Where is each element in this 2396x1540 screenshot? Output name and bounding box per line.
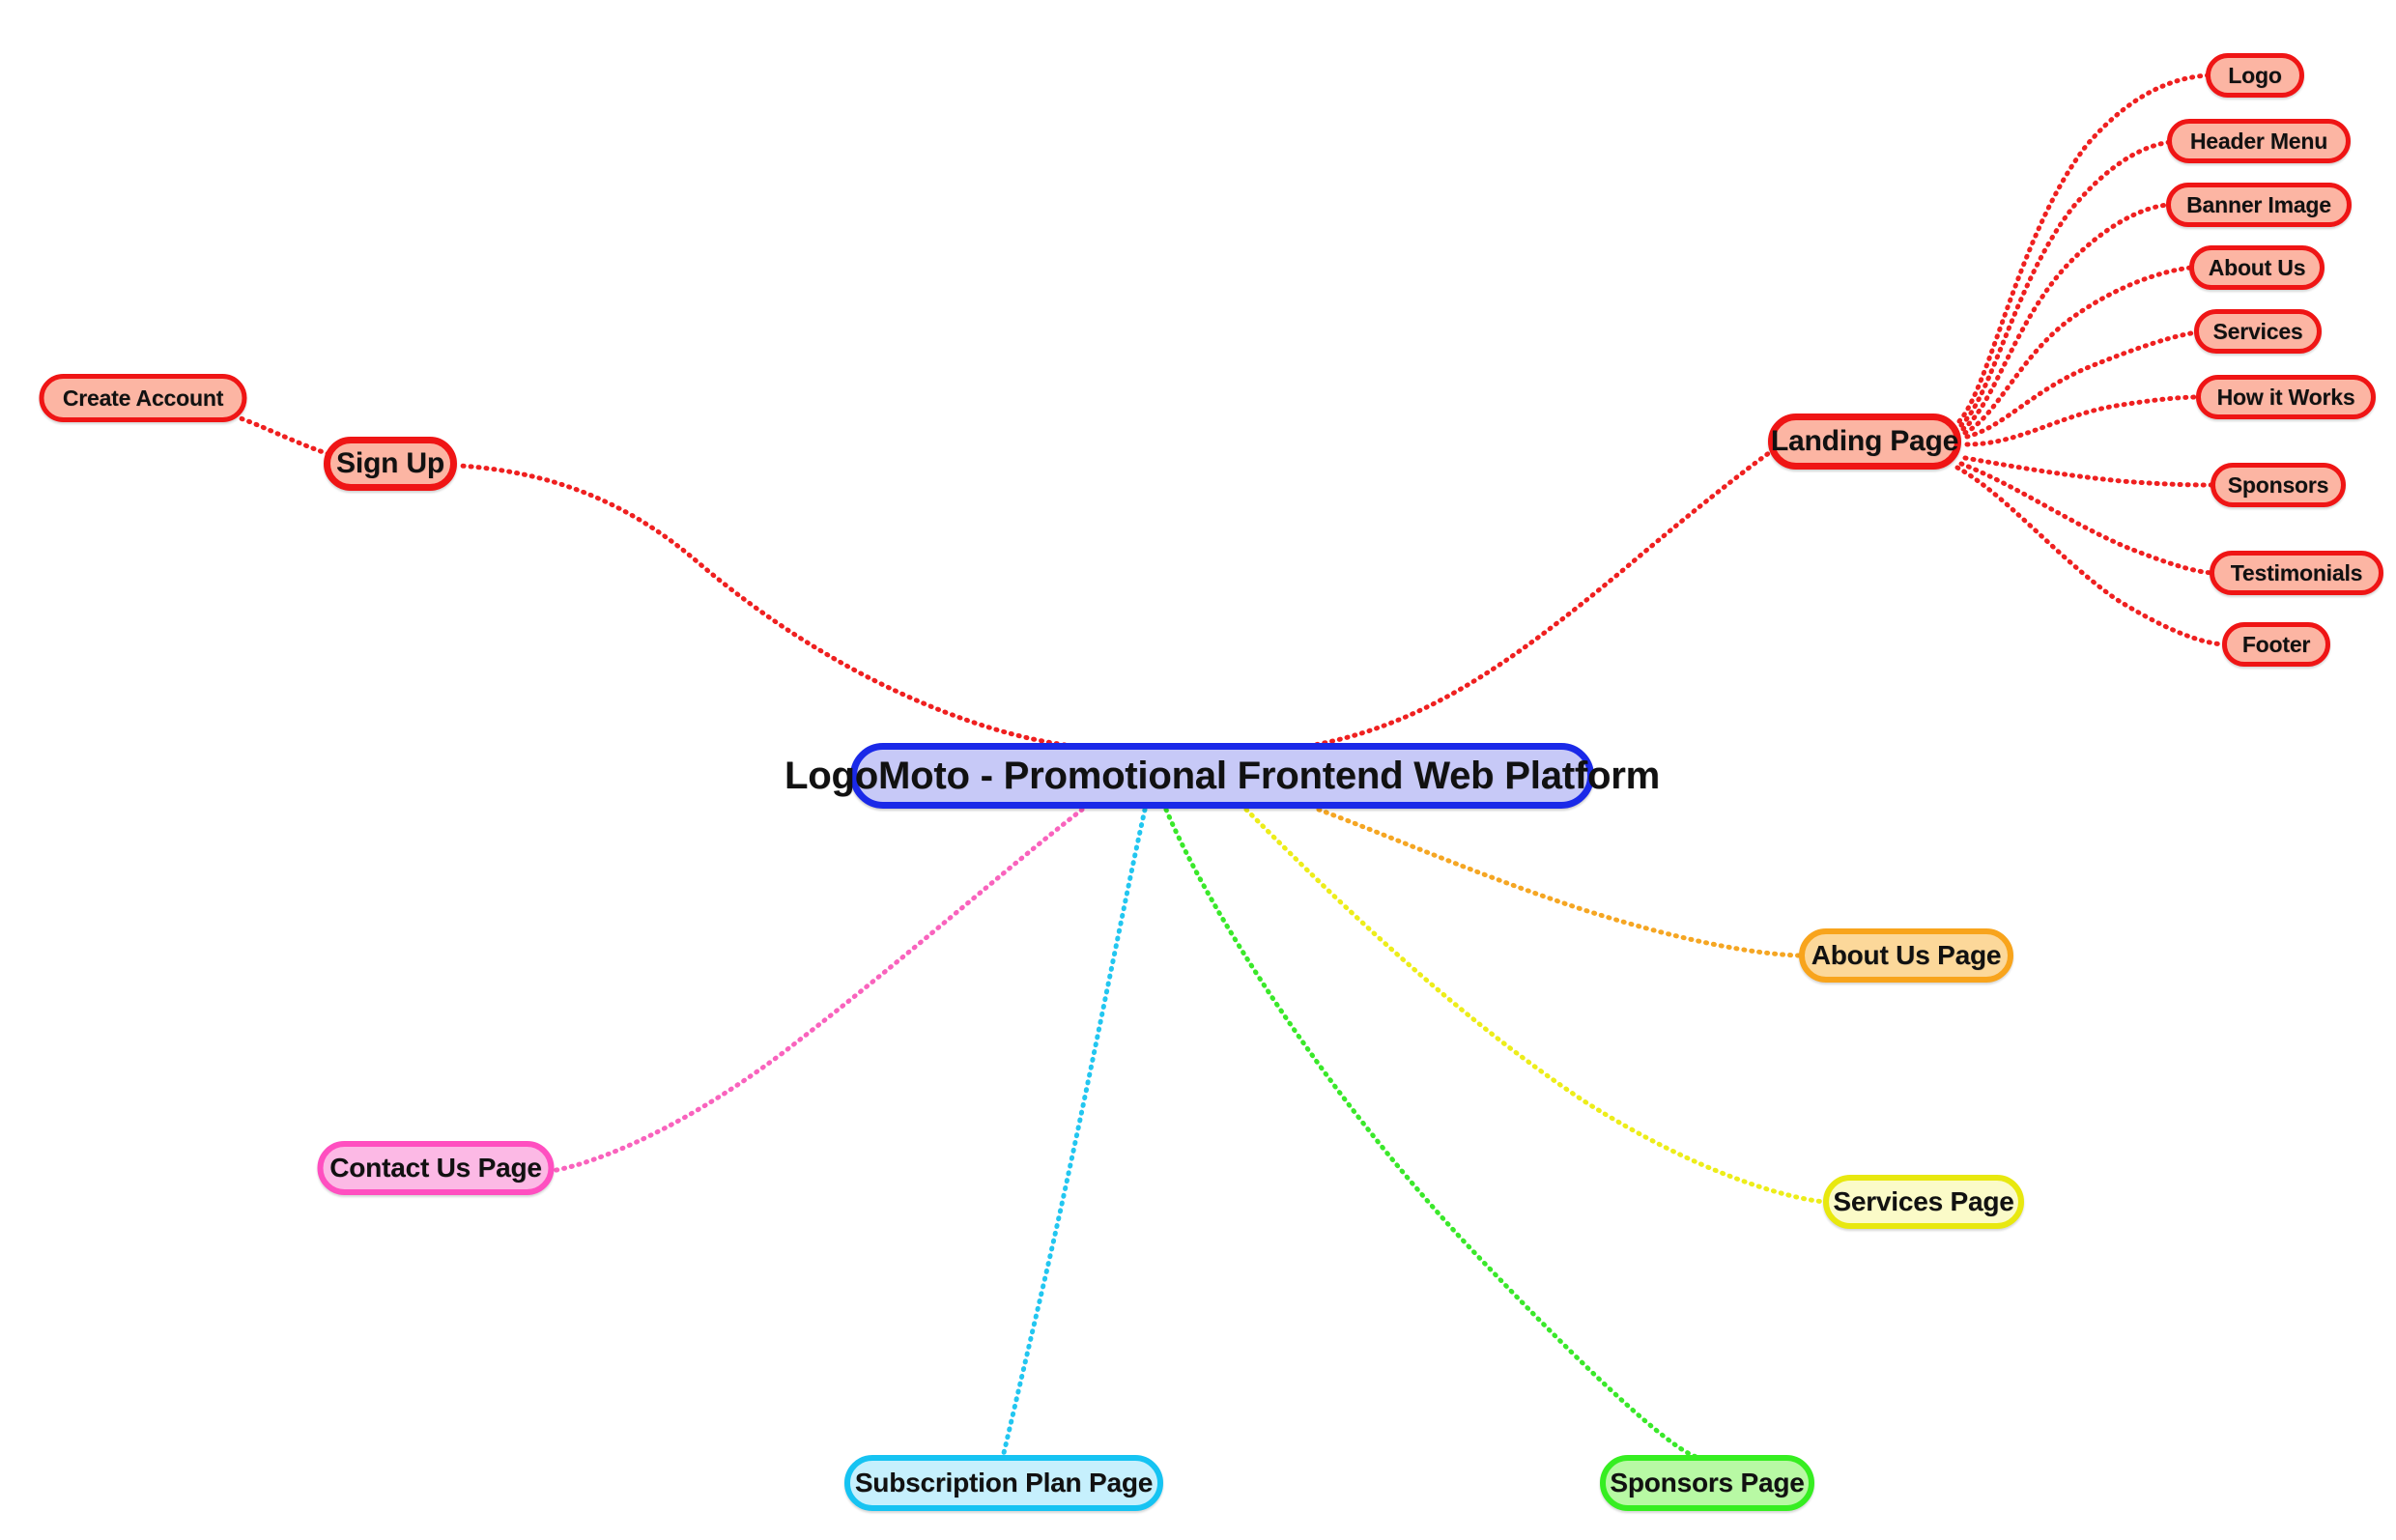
node-services-page-label: Services Page <box>1833 1186 2014 1216</box>
edge-root-subscript <box>1000 807 1148 1460</box>
node-create-account-label: Create Account <box>62 385 224 411</box>
node-header-menu-label: Header Menu <box>2189 128 2328 154</box>
node-header-menu[interactable]: Header Menu <box>2167 119 2351 163</box>
node-testimonials[interactable]: Testimonials <box>2210 551 2383 595</box>
edge-root-about <box>1316 807 1802 958</box>
node-subscription-plan-page-label: Subscription Plan Page <box>854 1468 1154 1497</box>
node-how-it-works[interactable]: How it Works <box>2196 375 2376 419</box>
node-landing-page-label: Landing Page <box>1770 425 1959 457</box>
node-services-label: Services <box>2212 318 2303 344</box>
edge-root-sponsors <box>1163 807 1699 1460</box>
edge-landing-header <box>1958 139 2173 428</box>
edge-root-contact <box>548 807 1085 1174</box>
node-root[interactable]: LogoMoto - Promotional Frontend Web Plat… <box>784 743 1660 809</box>
edge-landing-banner <box>1960 202 2171 432</box>
edge-landing-about <box>1962 265 2194 436</box>
edge-landing-services <box>1964 329 2200 440</box>
edge-landing-howworks <box>1964 394 2202 447</box>
node-root-label: LogoMoto - Promotional Frontend Web Plat… <box>784 754 1660 797</box>
node-how-it-works-label: How it Works <box>2216 384 2355 410</box>
node-sponsors-page[interactable]: Sponsors Page <box>1600 1455 1814 1511</box>
edge-landing-testim <box>1958 461 2215 576</box>
node-contact-us-page[interactable]: Contact Us Page <box>317 1141 555 1195</box>
node-create-account[interactable]: Create Account <box>39 374 247 422</box>
node-about-us[interactable]: About Us <box>2189 245 2325 290</box>
node-sign-up[interactable]: Sign Up <box>324 437 457 491</box>
node-landing-page[interactable]: Landing Page <box>1768 414 1961 470</box>
node-sign-up-label: Sign Up <box>336 447 444 479</box>
edge-landing-footer <box>1954 465 2227 647</box>
node-sponsors-page-label: Sponsors Page <box>1610 1468 1805 1497</box>
edge-signup-create <box>235 414 331 457</box>
node-sponsors-label: Sponsors <box>2227 471 2329 498</box>
node-logo-label: Logo <box>2228 62 2282 88</box>
node-banner-image-label: Banner Image <box>2186 191 2331 217</box>
edge-root-services <box>1243 807 1827 1205</box>
node-footer[interactable]: Footer <box>2222 622 2330 667</box>
node-services[interactable]: Services <box>2194 309 2322 354</box>
node-subscription-plan-page[interactable]: Subscription Plan Page <box>844 1455 1163 1511</box>
node-contact-us-page-label: Contact Us Page <box>329 1153 542 1183</box>
node-about-us-label: About Us <box>2208 254 2306 280</box>
edge-root-landing <box>1306 445 1779 749</box>
node-testimonials-label: Testimonials <box>2230 559 2363 585</box>
node-about-us-page-label: About Us Page <box>1811 940 2002 970</box>
node-footer-label: Footer <box>2241 631 2311 657</box>
edge-landing-sponsors <box>1962 455 2215 488</box>
node-logo[interactable]: Logo <box>2206 53 2304 98</box>
node-banner-image[interactable]: Banner Image <box>2166 183 2352 227</box>
node-sponsors[interactable]: Sponsors <box>2211 463 2346 507</box>
node-about-us-page[interactable]: About Us Page <box>1799 928 2013 983</box>
edge-root-signup <box>457 463 1075 749</box>
node-services-page[interactable]: Services Page <box>1823 1175 2024 1229</box>
